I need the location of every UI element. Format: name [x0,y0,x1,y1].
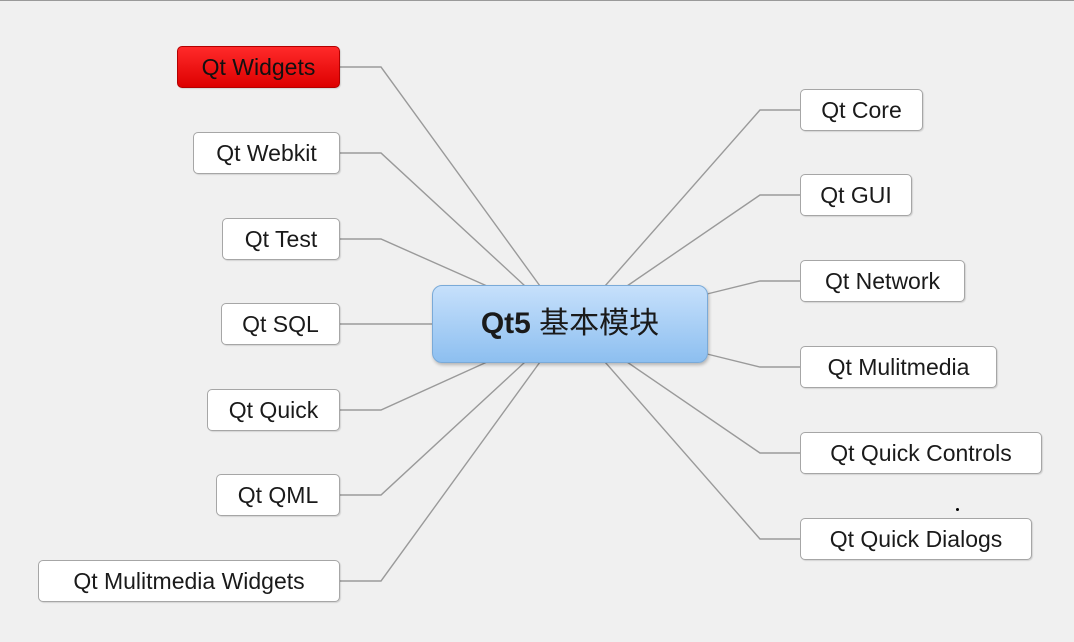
node-qt-network[interactable]: Qt Network [800,260,965,302]
node-qt-webkit[interactable]: Qt Webkit [193,132,340,174]
node-qt-test[interactable]: Qt Test [222,218,340,260]
central-topic[interactable]: Qt5 基本模块 [432,285,708,363]
connector-right-5 [604,361,800,540]
node-qt-core[interactable]: Qt Core [800,89,923,131]
connector-right-0 [604,109,800,287]
node-qt-widgets[interactable]: Qt Widgets [177,46,340,88]
connector-right-1 [626,194,800,287]
node-qt-quick[interactable]: Qt Quick [207,389,340,431]
connector-right-4 [626,361,800,454]
node-qt-qml[interactable]: Qt QML [216,474,340,516]
connector-left-0 [340,66,541,287]
connector-right-2 [706,280,800,295]
connector-left-4 [340,361,488,411]
node-qt-quick-controls[interactable]: Qt Quick Controls [800,432,1042,474]
node-qt-quick-dialogs[interactable]: Qt Quick Dialogs [800,518,1032,560]
connector-left-5 [340,361,526,496]
central-topic-bold: Qt5 [480,307,531,340]
node-qt-mulitmedia-widgets[interactable]: Qt Mulitmedia Widgets [38,560,340,602]
central-topic-rest: 基本模块 [530,307,660,340]
node-qt-sql[interactable]: Qt SQL [221,303,340,345]
connector-right-3 [706,353,800,368]
connector-left-1 [340,152,526,287]
connector-left-2 [340,238,488,287]
top-border [0,0,1074,1]
connector-left-6 [340,361,541,582]
cursor-dot [956,508,959,511]
node-qt-gui[interactable]: Qt GUI [800,174,912,216]
node-qt-mulitmedia[interactable]: Qt Mulitmedia [800,346,997,388]
